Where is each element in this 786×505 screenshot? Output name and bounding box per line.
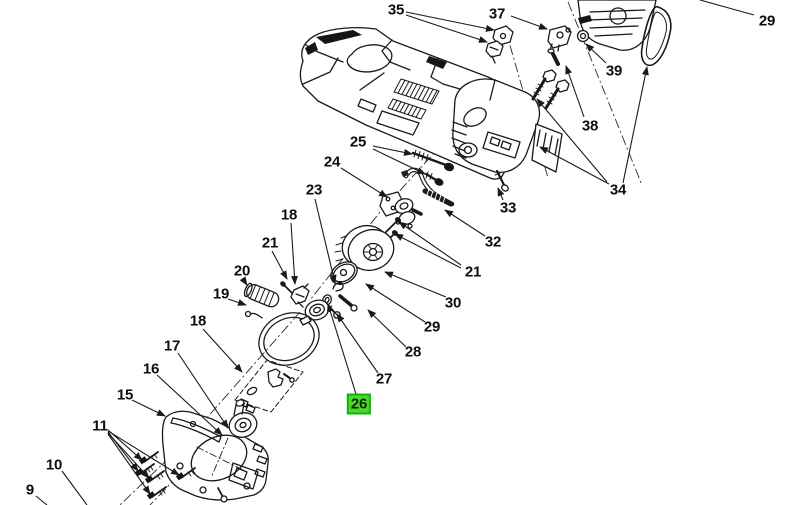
engine-block-drawing [451,78,563,174]
buffer-spring-drawing [243,282,280,308]
switch-drawing [547,25,572,52]
part-label-39: 39 [605,62,623,80]
part-label-17: 17 [163,337,181,355]
part-label-38: 38 [581,117,599,135]
clutch-drum-drawing [334,224,395,272]
part-label-10: 10 [45,456,63,474]
brake-band-drawing [244,310,320,366]
part-label-23: 23 [305,181,323,199]
part-label-11: 11 [92,417,108,435]
leader-lines [35,0,755,505]
part-label-26-highlighted[interactable]: 26 [346,393,372,415]
part-label-20: 20 [233,262,251,280]
part-label-37: 37 [488,5,506,23]
screws-25-drawing [411,149,455,186]
part-label-18-upper: 18 [280,206,298,224]
isolator-clips-drawing [485,25,514,64]
part-label-34: 34 [609,181,627,199]
clutch-cover-drawing [161,410,269,503]
pin-28-drawing [338,294,358,312]
part-label-25: 25 [349,133,367,151]
part-label-35: 35 [387,1,405,19]
worm-gear-drawing [228,399,258,438]
cover-screws-drawing [134,451,196,500]
part-label-9: 9 [25,481,35,499]
part-label-24: 24 [323,153,341,171]
part-label-21-left: 21 [261,234,279,252]
gasket-drawing [640,5,672,67]
vent-grille [393,78,440,105]
clip-18-upper-drawing [280,281,310,308]
clip-23-drawing [332,280,344,292]
part-label-33: 33 [499,199,517,217]
oil-hose-drawing [401,167,455,207]
bolts-38-drawing [531,48,570,110]
part-label-15: 15 [116,386,134,404]
part-label-28: 28 [404,343,422,361]
vent-grille [387,98,427,120]
part-label-29-mid: 29 [423,318,441,336]
oil-pump-drawing [379,191,423,229]
part-label-19: 19 [212,285,230,303]
part-label-21-right: 21 [464,263,482,281]
part-label-18-lower: 18 [189,312,207,330]
part-label-16: 16 [142,360,160,378]
part-label-30: 30 [444,294,462,312]
washer-39-drawing [576,29,590,43]
cylinder-drawing [577,0,657,51]
part-label-29-top: 29 [758,12,776,30]
chain-catcher-kit-drawing [234,359,304,414]
part-label-27: 27 [375,370,393,388]
part-label-32: 32 [484,233,502,251]
